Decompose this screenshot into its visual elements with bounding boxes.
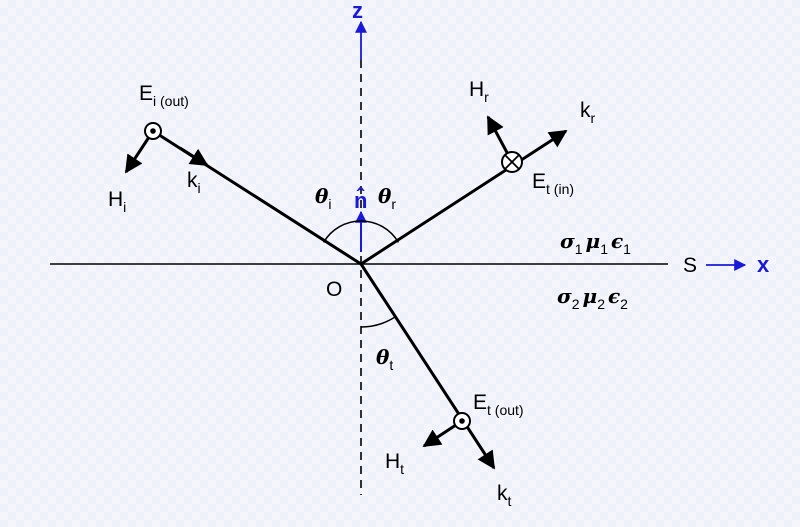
theta-i-arc (322, 220, 362, 243)
theta-i-label: θi (315, 184, 331, 212)
z-axis-label: z (352, 0, 363, 23)
origin-label: O (326, 278, 342, 301)
incident-h-label: Hi (108, 188, 126, 215)
surface-label: S (683, 254, 697, 277)
theta-t-label: θt (376, 345, 393, 373)
incident-k-arrow (179, 146, 209, 167)
transmitted-ray (359, 263, 496, 470)
reflected-h-label: Hr (469, 78, 489, 105)
theta-t-arc (360, 316, 396, 328)
reflected-e-label: Et (in) (532, 170, 574, 197)
reflected-e-in-cross-b (504, 154, 520, 170)
incident-e-label: Ei (out) (139, 82, 189, 109)
incident-e-out-dot (150, 128, 156, 134)
transmitted-e-label: Et (out) (473, 391, 524, 418)
transmitted-e-out-dot (459, 418, 465, 424)
x-axis-label: x (757, 252, 770, 277)
transmitted-k-label: kt (497, 482, 512, 509)
transmitted-h-label: Ht (385, 450, 404, 477)
reflected-k-label: kr (580, 99, 596, 126)
normal-label: n̂ (354, 187, 367, 213)
incident-k-label: ki (187, 169, 201, 196)
theta-r-arc (360, 220, 400, 243)
reflected-ray (360, 129, 568, 266)
theta-r-label: θr (378, 184, 396, 212)
